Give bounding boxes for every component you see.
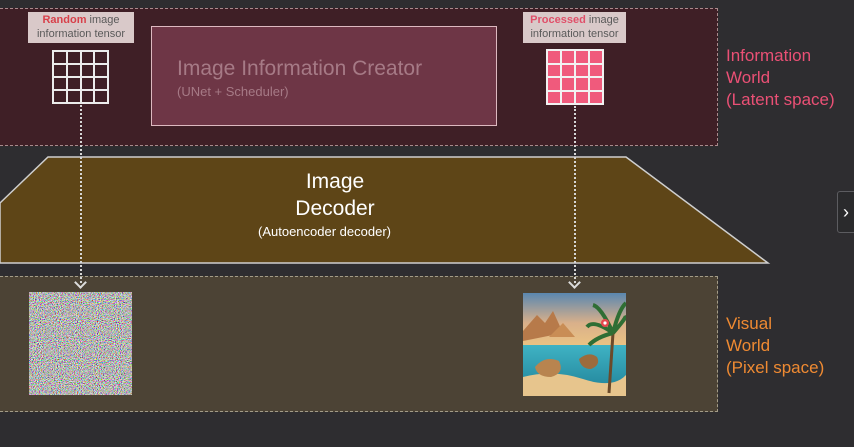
processed-tensor-grid [546, 49, 604, 105]
decoder-title-line2: Decoder [295, 197, 375, 220]
visual-world-line2: World [726, 336, 771, 355]
random-connector-line [80, 105, 82, 283]
creator-title: Image Information Creator [177, 57, 423, 80]
decoder-title: Image Decoder [260, 168, 410, 222]
random-label-strong: Random [42, 14, 87, 26]
processed-tensor-label: Processed image information tensor [523, 12, 626, 43]
processed-label-strong: Processed [530, 14, 586, 26]
chevron-right-icon: › [843, 202, 849, 222]
random-label-rest: image [86, 14, 120, 26]
image-information-creator-box: Image Information Creator (UNet + Schedu… [151, 26, 497, 126]
information-world-label: Information World (Latent space) [726, 45, 835, 111]
processed-label-rest: image [585, 14, 619, 26]
decoder-subtitle: (Autoencoder decoder) [258, 224, 391, 239]
visual-world-line1: Visual [726, 314, 772, 333]
random-tensor-label: Random image information tensor [28, 12, 134, 43]
generated-beach-image [523, 293, 626, 396]
next-slide-button[interactable]: › [837, 191, 854, 233]
visual-world-label: Visual World (Pixel space) [726, 313, 824, 379]
processed-connector-line [574, 106, 576, 283]
info-world-line1: Information [726, 46, 812, 65]
creator-subtitle: (UNet + Scheduler) [177, 84, 289, 99]
random-tensor-grid [52, 50, 109, 104]
random-noise-image [29, 292, 132, 395]
decoder-shape [0, 156, 771, 264]
info-world-line3: (Latent space) [726, 90, 835, 109]
decoder-title-line1: Image [305, 170, 365, 193]
random-label-line2: information tensor [36, 28, 126, 40]
info-world-line2: World [726, 68, 771, 87]
processed-label-line2: information tensor [530, 28, 619, 40]
visual-world-line3: (Pixel space) [726, 358, 825, 377]
